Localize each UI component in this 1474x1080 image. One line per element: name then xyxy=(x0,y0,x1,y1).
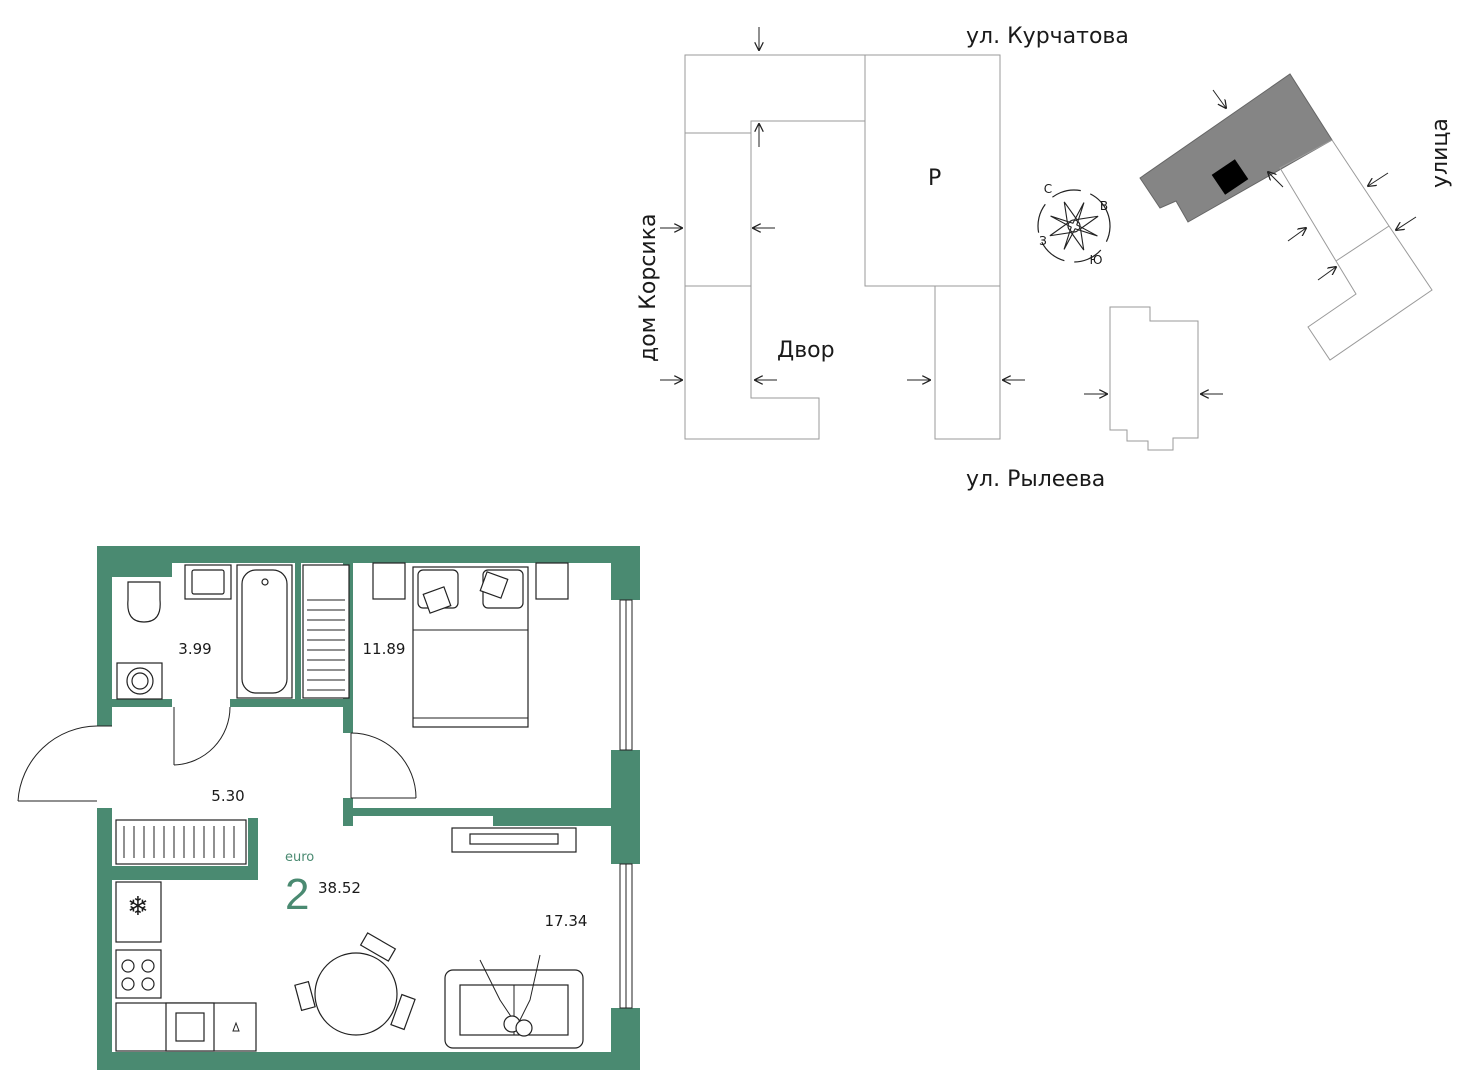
dining-set xyxy=(294,932,416,1036)
building-east-divider xyxy=(1335,225,1390,262)
wall-bath-right xyxy=(295,563,301,703)
arrow-icon xyxy=(1396,216,1417,230)
wall-bath-bottom-b xyxy=(230,699,350,707)
hallway-wardrobe xyxy=(115,819,247,865)
wall-right-3 xyxy=(611,1008,640,1070)
compass-icon xyxy=(1037,189,1111,263)
nightstand-icon xyxy=(372,562,406,600)
street-label-west: дом Корсика xyxy=(636,214,661,362)
entrance-arrows xyxy=(660,27,1417,394)
compass-west-label: З xyxy=(1039,234,1047,248)
highlight-building xyxy=(1139,73,1333,223)
nightstand-icon xyxy=(535,562,569,600)
building-south xyxy=(934,285,1001,440)
entrance-door[interactable] xyxy=(17,725,112,802)
wall-left-upper xyxy=(97,546,112,726)
tv-unit xyxy=(451,827,577,853)
stove-icon xyxy=(115,949,162,999)
building-west-block xyxy=(684,54,866,440)
chair-icon xyxy=(294,980,316,1012)
wall-bath-bottom-a xyxy=(112,699,172,707)
apartment-marker xyxy=(1211,159,1249,195)
heater-coil xyxy=(307,599,345,691)
chair-icon xyxy=(390,993,416,1031)
wall-hall-bottom xyxy=(112,866,248,880)
wall-living-top xyxy=(493,808,611,826)
floor-plan: ❄ 3. xyxy=(17,546,640,1070)
fridge-icon xyxy=(115,881,162,943)
arrow-icon xyxy=(1268,172,1284,188)
compass-north-label: С xyxy=(1044,182,1052,196)
wall-right-2 xyxy=(611,750,640,864)
compass-east-label: В xyxy=(1100,199,1108,213)
wall-top xyxy=(97,546,640,563)
arrow-icon xyxy=(1212,89,1226,108)
radiator-icon xyxy=(302,564,350,699)
tv-icon xyxy=(469,833,559,845)
bedroom-door[interactable] xyxy=(350,732,417,799)
area-living-kitchen: 17.34 xyxy=(545,912,588,930)
bedroom-furniture xyxy=(372,562,569,728)
wall-bedroom-bottom xyxy=(343,808,493,816)
arrow-icon xyxy=(1368,172,1389,186)
street-label-east: улица xyxy=(1428,118,1453,188)
street-label-south: ул. Рылеева xyxy=(966,467,1105,492)
site-plan: С В Ю З ул. Курчатова ул. Рылеева дом Ко… xyxy=(636,24,1453,492)
street-label-north: ул. Курчатова xyxy=(966,24,1129,49)
total-area-label: 38.52 xyxy=(318,879,361,897)
compass-south-label: Ю xyxy=(1090,253,1103,267)
wall-hall-right xyxy=(248,818,258,880)
wall-left-lower xyxy=(97,808,112,1070)
area-hallway: 5.30 xyxy=(211,787,244,805)
area-bathroom: 3.99 xyxy=(178,640,211,658)
rooms-count-label: 2 xyxy=(285,870,309,919)
area-bedroom: 11.89 xyxy=(363,640,406,658)
dining-table-icon xyxy=(314,952,398,1036)
sofa xyxy=(444,954,584,1049)
yard-label: Двор xyxy=(777,338,835,363)
bathroom-door[interactable] xyxy=(173,706,231,766)
wardrobe-icon xyxy=(115,819,247,865)
parking-building xyxy=(864,54,1001,287)
snowflake-icon: ❄ xyxy=(127,892,149,922)
kitchen-fixtures: ❄ xyxy=(115,881,257,1052)
apartment-type-label: euro xyxy=(285,850,314,865)
building-small xyxy=(1109,306,1199,451)
walls xyxy=(97,546,640,1070)
arrow-icon xyxy=(1287,228,1306,242)
chair-icon xyxy=(359,932,397,962)
parking-label: Р xyxy=(928,166,941,191)
wall-right-1 xyxy=(611,546,640,600)
bathroom-fixtures xyxy=(116,564,350,700)
wall-bottom xyxy=(97,1052,640,1070)
dishwasher-icon xyxy=(232,1021,240,1032)
windows xyxy=(619,599,633,1009)
wall-wc-niche xyxy=(112,563,172,577)
arrow-icon xyxy=(1317,267,1336,281)
toilet-icon xyxy=(127,581,161,623)
building-east-wing xyxy=(1279,139,1433,361)
